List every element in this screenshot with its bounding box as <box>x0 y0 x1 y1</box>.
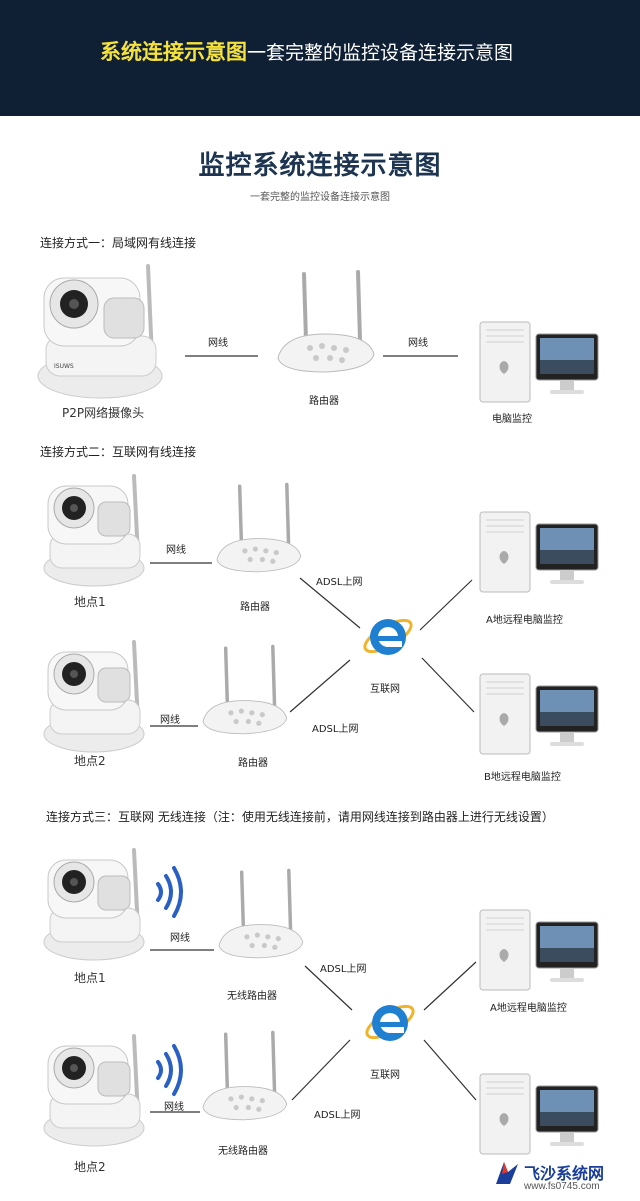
section3-heading: 连接方式三：互联网 无线连接（注：使用无线连接前，请用网线连接到路由器上进行无线… <box>46 810 554 824</box>
adsl-label: ADSL上网 <box>312 724 359 735</box>
wifi-signal-icon <box>156 866 183 918</box>
section1-heading: 连接方式一：局域网有线连接 <box>40 236 197 250</box>
router-icon <box>216 482 302 573</box>
pc-label: 电脑监控 <box>492 414 532 425</box>
wireless-router-icon <box>218 868 304 959</box>
computer-icon <box>479 511 599 593</box>
banner-subtitle: 一套完整的监控设备连接示意图 <box>247 42 514 64</box>
line-s3-router2-internet <box>291 1039 351 1101</box>
camera-icon: ISUWS <box>37 264 163 399</box>
top-banner: 系统连接示意图一套完整的监控设备连接示意图 <box>0 0 640 116</box>
router-label: 路由器 <box>309 396 339 407</box>
watermark-url: www.fs0745.com <box>524 1181 600 1192</box>
router-label: 无线路由器 <box>227 991 277 1002</box>
watermark-site-name: 飞沙系统网 <box>524 1164 605 1183</box>
cable-label: 网线 <box>208 338 228 349</box>
router-icon <box>202 644 288 735</box>
cable-label: 网线 <box>166 545 186 556</box>
section2-heading: 连接方式二：互联网有线连接 <box>40 445 197 459</box>
banner-title: 系统连接示意图 <box>100 40 247 64</box>
page-title: 监控系统连接示意图 <box>198 151 442 181</box>
cable-label: 网线 <box>170 933 190 944</box>
site-logo-icon <box>496 1162 518 1184</box>
line-s2-internet-pcB <box>421 657 475 713</box>
adsl-label: ADSL上网 <box>320 964 367 975</box>
camera-icon <box>43 1034 145 1147</box>
line-s3-internet-pcA <box>423 961 477 1011</box>
line-s2-router2-internet <box>289 659 351 713</box>
wireless-router-icon <box>202 1030 288 1121</box>
banner-heading: 系统连接示意图一套完整的监控设备连接示意图 <box>100 36 513 66</box>
line-s3-router1-internet <box>304 965 353 1011</box>
pc-a-label: A地远程电脑监控 <box>486 615 563 626</box>
internet-label: 互联网 <box>370 684 400 695</box>
line-s2-router1-internet <box>299 577 361 629</box>
wifi-signal-icon <box>156 1044 183 1096</box>
internet-explorer-icon <box>365 1004 415 1041</box>
router-label: 无线路由器 <box>218 1146 268 1157</box>
router-icon <box>277 270 375 373</box>
cable-label: 网线 <box>408 338 428 349</box>
camera-label: P2P网络摄像头 <box>62 406 145 420</box>
site2-label: 地点2 <box>74 754 106 768</box>
router-label: 路由器 <box>238 758 268 769</box>
computer-icon <box>479 909 599 991</box>
line-s3-internet-pcB <box>423 1039 477 1101</box>
internet-explorer-icon <box>363 618 413 655</box>
camera-icon <box>43 848 145 961</box>
site2-label: 地点2 <box>74 1160 106 1174</box>
site1-label: 地点1 <box>74 971 106 985</box>
pc-a-label: A地远程电脑监控 <box>490 1003 567 1014</box>
camera-icon <box>43 474 145 587</box>
svg-text:ISUWS: ISUWS <box>54 363 74 370</box>
computer-icon <box>479 1073 599 1155</box>
computer-icon <box>479 673 599 755</box>
cable-label: 网线 <box>160 715 180 726</box>
adsl-label: ADSL上网 <box>316 577 363 588</box>
camera-icon <box>43 640 145 753</box>
computer-icon <box>479 321 599 403</box>
pc-b-label: B地远程电脑监控 <box>484 772 561 783</box>
page-subtitle: 一套完整的监控设备连接示意图 <box>250 192 390 203</box>
cable-label: 网线 <box>164 1102 184 1113</box>
router-label: 路由器 <box>240 602 270 613</box>
internet-label: 互联网 <box>370 1070 400 1081</box>
site1-label: 地点1 <box>74 595 106 609</box>
adsl-label: ADSL上网 <box>314 1110 361 1121</box>
line-s2-internet-pcA <box>419 579 473 631</box>
